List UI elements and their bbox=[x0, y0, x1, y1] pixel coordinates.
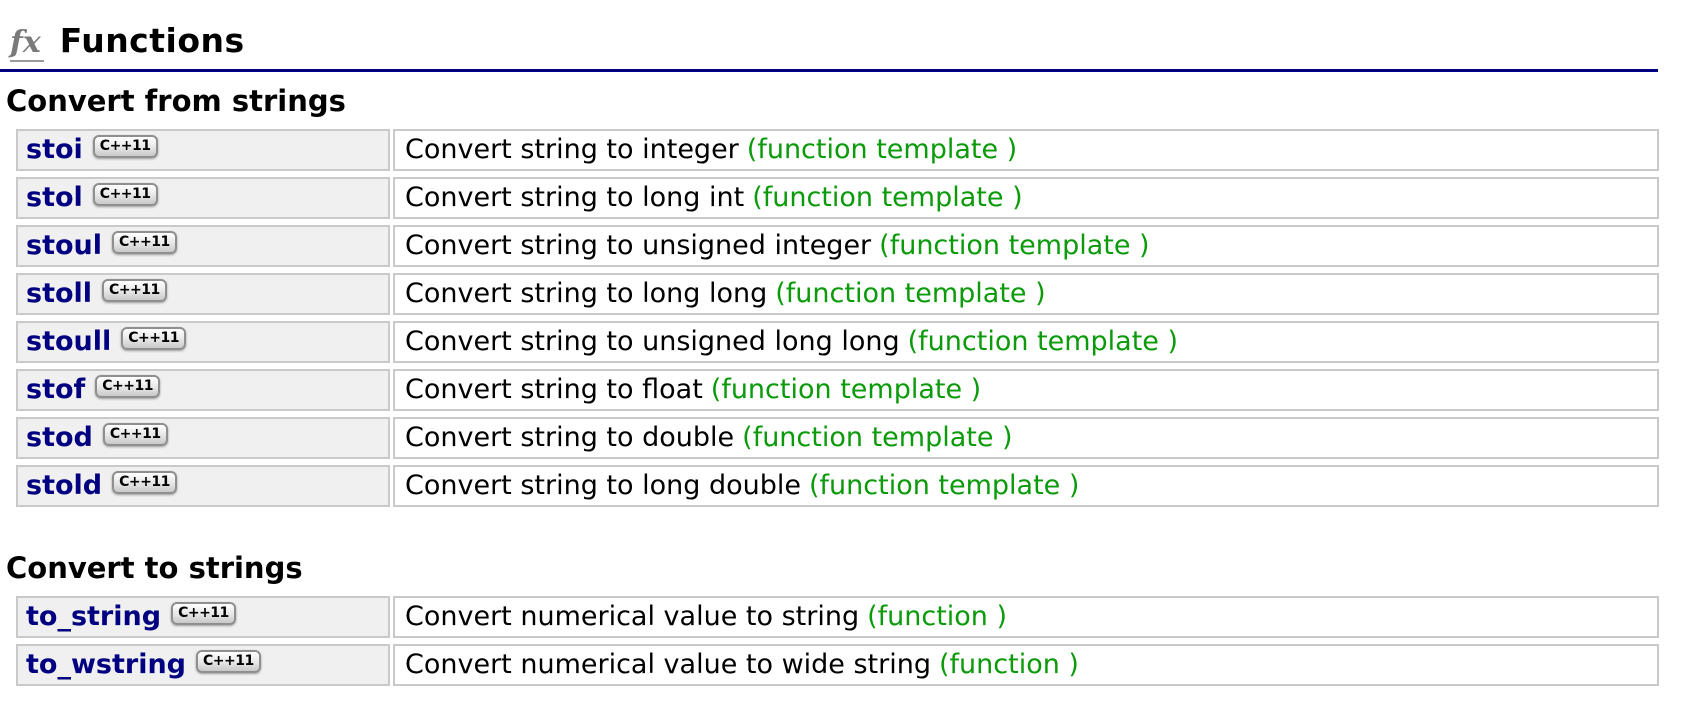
function-name-cell: stol C++11 bbox=[16, 176, 390, 219]
function-link[interactable]: stod bbox=[26, 422, 93, 454]
function-description-cell: Convert string to unsigned long long(fun… bbox=[393, 320, 1659, 363]
function-link[interactable]: stoull bbox=[26, 326, 112, 358]
function-link[interactable]: stoi bbox=[26, 134, 83, 166]
function-link[interactable]: to_wstring bbox=[26, 649, 186, 681]
function-name-cell: stof C++11 bbox=[16, 368, 390, 411]
description-text: Convert string to unsigned integer bbox=[405, 230, 872, 262]
table-row: stof C++11 Convert string to float(functio… bbox=[16, 368, 1659, 411]
cpp11-badge: C++11 bbox=[121, 327, 186, 351]
function-name-cell: stoul C++11 bbox=[16, 224, 390, 267]
function-name-cell: stold C++11 bbox=[16, 464, 390, 507]
function-description-cell: Convert numerical value to wide string(f… bbox=[393, 643, 1659, 686]
description-text: Convert string to long long bbox=[405, 278, 768, 310]
cpp11-badge: C++11 bbox=[112, 471, 177, 495]
page-title: Functions bbox=[59, 21, 245, 60]
description-text: Convert string to integer bbox=[405, 134, 739, 166]
cpp11-badge: C++11 bbox=[196, 650, 261, 674]
cpp11-badge: C++11 bbox=[171, 602, 236, 626]
annotation-text: (function ) bbox=[867, 601, 1008, 633]
function-link[interactable]: stold bbox=[26, 470, 103, 502]
table-row: stol C++11 Convert string to long int(func… bbox=[16, 176, 1659, 219]
function-description-cell: Convert string to long long(function tem… bbox=[393, 272, 1659, 315]
annotation-text: (function template ) bbox=[742, 422, 1013, 454]
description-text: Convert numerical value to string bbox=[405, 601, 860, 633]
function-link[interactable]: stol bbox=[26, 182, 83, 214]
fx-functions-icon: fx bbox=[10, 28, 44, 62]
page-header: fx Functions bbox=[0, 24, 1658, 72]
function-description-cell: Convert string to float(function templat… bbox=[393, 368, 1659, 411]
function-link[interactable]: stoul bbox=[26, 230, 103, 262]
cpp11-badge: C++11 bbox=[95, 375, 160, 399]
description-text: Convert string to double bbox=[405, 422, 735, 454]
function-description-cell: Convert string to double(function templa… bbox=[393, 416, 1659, 459]
table-row: stold C++11 Convert string to long double(… bbox=[16, 464, 1659, 507]
description-text: Convert string to long double bbox=[405, 470, 801, 502]
function-description-cell: Convert string to unsigned integer(funct… bbox=[393, 224, 1659, 267]
function-name-cell: to_wstring C++11 bbox=[16, 643, 390, 686]
cpp11-badge: C++11 bbox=[92, 183, 158, 207]
table-row: stoul C++11 Convert string to unsigned int… bbox=[16, 224, 1659, 267]
section-heading: Convert to strings bbox=[6, 550, 303, 585]
description-text: Convert string to float bbox=[405, 374, 703, 406]
annotation-text: (function ) bbox=[939, 649, 1079, 681]
function-description-cell: Convert numerical value to string(functi… bbox=[393, 595, 1659, 638]
annotation-text: (function template ) bbox=[775, 278, 1046, 310]
function-link[interactable]: to_string bbox=[26, 601, 162, 633]
annotation-text: (function template ) bbox=[746, 134, 1018, 166]
cpp11-badge: C++11 bbox=[102, 423, 168, 447]
section-heading: Convert from strings bbox=[6, 84, 346, 118]
description-text: Convert numerical value to wide string bbox=[405, 649, 931, 681]
table-row: stod C++11 Convert string to double(functi… bbox=[16, 416, 1659, 459]
description-text: Convert string to unsigned long long bbox=[405, 326, 900, 358]
function-description-cell: Convert string to integer(function templ… bbox=[393, 128, 1659, 171]
table-row: stoull C++11 Convert string to unsigned lo… bbox=[16, 320, 1659, 363]
annotation-text: (function template ) bbox=[907, 326, 1179, 358]
function-description-cell: Convert string to long double(function t… bbox=[393, 464, 1659, 507]
annotation-text: (function template ) bbox=[752, 182, 1023, 214]
function-name-cell: to_string C++11 bbox=[16, 595, 390, 638]
table-row: to_string C++11 Convert numerical value to… bbox=[16, 595, 1659, 638]
function-link[interactable]: stof bbox=[26, 374, 86, 406]
table-row: to_wstring C++11 Convert numerical value t… bbox=[16, 643, 1659, 686]
cpp11-badge: C++11 bbox=[112, 231, 177, 255]
function-link[interactable]: stoll bbox=[26, 278, 93, 310]
function-description-cell: Convert string to long int(function temp… bbox=[393, 176, 1659, 219]
description-text: Convert string to long int bbox=[405, 182, 745, 214]
function-name-cell: stoll C++11 bbox=[16, 272, 390, 315]
function-name-cell: stoull C++11 bbox=[16, 320, 390, 363]
annotation-text: (function template ) bbox=[879, 230, 1150, 262]
annotation-text: (function template ) bbox=[809, 470, 1080, 502]
cpp11-badge: C++11 bbox=[102, 279, 167, 303]
annotation-text: (function template ) bbox=[710, 374, 982, 406]
function-name-cell: stoi C++11 bbox=[16, 128, 390, 171]
function-name-cell: stod C++11 bbox=[16, 416, 390, 459]
table-row: stoll C++11 Convert string to long long(fu… bbox=[16, 272, 1659, 315]
cpp11-badge: C++11 bbox=[92, 135, 158, 159]
table-row: stoi C++11 Convert string to integer(funct… bbox=[16, 128, 1659, 171]
